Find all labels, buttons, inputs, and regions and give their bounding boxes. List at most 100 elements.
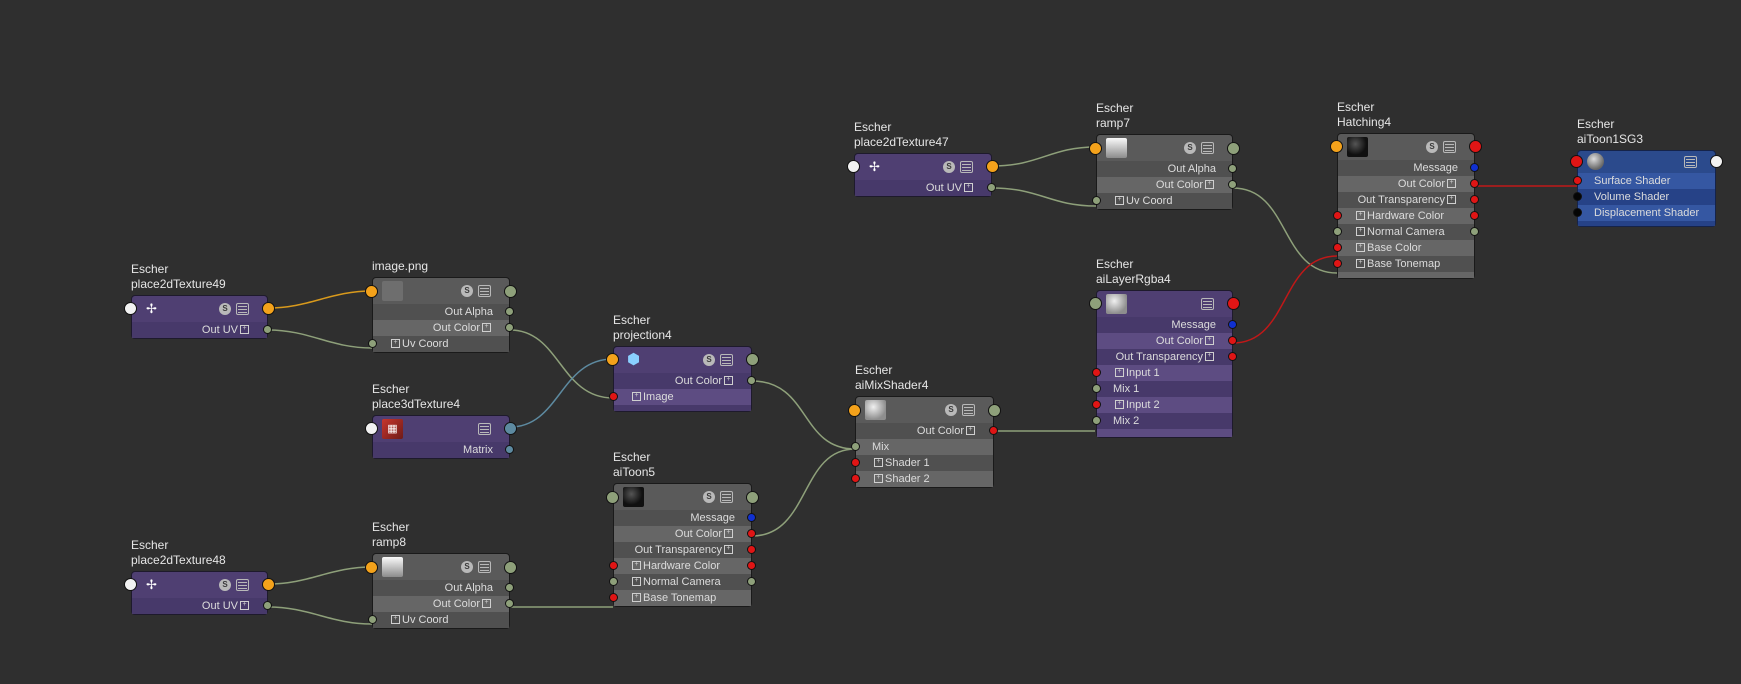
- input-port[interactable]: [365, 561, 378, 574]
- menu-icon[interactable]: [236, 579, 249, 591]
- expand-icon[interactable]: +: [874, 458, 883, 468]
- message-port[interactable]: [1228, 320, 1237, 329]
- input-port[interactable]: [847, 160, 860, 173]
- out-color-port[interactable]: [989, 426, 998, 435]
- wire-p48-outuv-to-ramp8-uvcoord[interactable]: [267, 606, 373, 625]
- shader2-port[interactable]: [851, 474, 860, 483]
- wire-p49-outuv-to-image-uvcoord[interactable]: [267, 329, 373, 349]
- hardware-color-in-port[interactable]: [609, 561, 618, 570]
- expand-icon[interactable]: +: [240, 325, 249, 335]
- out-color-port[interactable]: [1228, 180, 1237, 189]
- menu-icon[interactable]: [1201, 142, 1214, 154]
- expand-icon[interactable]: +: [724, 529, 733, 539]
- menu-icon[interactable]: [1443, 141, 1456, 153]
- out-uv-port[interactable]: [263, 601, 272, 610]
- message-port[interactable]: [1470, 163, 1479, 172]
- menu-icon[interactable]: [1201, 298, 1214, 310]
- out-alpha-port[interactable]: [505, 307, 514, 316]
- input-port[interactable]: [124, 578, 137, 591]
- expand-icon[interactable]: +: [964, 183, 973, 193]
- shading-toggle-icon[interactable]: S: [943, 161, 955, 173]
- output-port[interactable]: [504, 561, 517, 574]
- out-color-port[interactable]: [505, 599, 514, 608]
- out-alpha-port[interactable]: [1228, 164, 1237, 173]
- wire-p3d-matrix-to-proj[interactable]: [509, 358, 614, 428]
- expand-icon[interactable]: +: [482, 323, 491, 333]
- input-port[interactable]: [124, 302, 137, 315]
- input-port[interactable]: [1570, 155, 1583, 168]
- expand-icon[interactable]: +: [1447, 195, 1456, 205]
- expand-icon[interactable]: +: [391, 339, 400, 349]
- wire-layer-outcolor-to-hatch-basecolor[interactable]: [1232, 255, 1338, 344]
- message-port[interactable]: [747, 513, 756, 522]
- shading-toggle-icon[interactable]: S: [703, 491, 715, 503]
- output-port[interactable]: [988, 404, 1001, 417]
- shading-toggle-icon[interactable]: S: [461, 561, 473, 573]
- wire-toon5-outcolor-to-mix[interactable]: [751, 448, 856, 537]
- shading-toggle-icon[interactable]: S: [703, 354, 715, 366]
- out-transparency-port[interactable]: [1470, 195, 1479, 204]
- menu-icon[interactable]: [236, 303, 249, 315]
- expand-icon[interactable]: +: [632, 593, 641, 603]
- displacement-shader-port[interactable]: [1573, 208, 1582, 217]
- shading-toggle-icon[interactable]: S: [1426, 141, 1438, 153]
- menu-icon[interactable]: [962, 404, 975, 416]
- normal-camera-in-port[interactable]: [609, 577, 618, 586]
- base-tonemap-port[interactable]: [609, 593, 618, 602]
- wire-ramp7-outcolor-to-hatch[interactable]: [1232, 187, 1338, 274]
- expand-icon[interactable]: +: [1356, 211, 1365, 221]
- expand-icon[interactable]: +: [1115, 368, 1124, 378]
- expand-icon[interactable]: +: [632, 392, 641, 402]
- output-port[interactable]: [504, 422, 517, 435]
- expand-icon[interactable]: +: [240, 601, 249, 611]
- shader1-port[interactable]: [851, 458, 860, 467]
- volume-shader-port[interactable]: [1573, 192, 1582, 201]
- wire-p47-uv-to-ramp7[interactable]: [991, 146, 1097, 167]
- input2-port[interactable]: [1092, 400, 1101, 409]
- menu-icon[interactable]: [1684, 156, 1697, 168]
- expand-icon[interactable]: +: [724, 376, 733, 386]
- expand-icon[interactable]: +: [966, 426, 975, 436]
- expand-icon[interactable]: +: [1115, 196, 1124, 206]
- mix1-port[interactable]: [1092, 384, 1101, 393]
- expand-icon[interactable]: +: [632, 561, 641, 571]
- input-port[interactable]: [365, 285, 378, 298]
- output-port[interactable]: [262, 302, 275, 315]
- output-port[interactable]: [746, 353, 759, 366]
- input-port[interactable]: [1089, 297, 1102, 310]
- out-color-port[interactable]: [1228, 336, 1237, 345]
- wire-p47-outuv-to-ramp7-uvcoord[interactable]: [991, 187, 1097, 207]
- uv-coord-port[interactable]: [368, 339, 377, 348]
- uv-coord-port[interactable]: [1092, 196, 1101, 205]
- menu-icon[interactable]: [720, 354, 733, 366]
- out-uv-port[interactable]: [263, 325, 272, 334]
- input-port[interactable]: [606, 353, 619, 366]
- menu-icon[interactable]: [960, 161, 973, 173]
- input-port[interactable]: [848, 404, 861, 417]
- expand-icon[interactable]: +: [1205, 352, 1214, 362]
- out-alpha-port[interactable]: [505, 583, 514, 592]
- shading-toggle-icon[interactable]: S: [1184, 142, 1196, 154]
- surface-shader-port[interactable]: [1573, 176, 1582, 185]
- out-color-port[interactable]: [747, 376, 756, 385]
- wire-proj-outcolor-to-mix[interactable]: [751, 380, 856, 450]
- shading-toggle-icon[interactable]: S: [945, 404, 957, 416]
- wire-p49-uv-to-image[interactable]: [267, 290, 373, 309]
- input-port[interactable]: [606, 491, 619, 504]
- shading-toggle-icon[interactable]: S: [219, 303, 231, 315]
- expand-icon[interactable]: +: [1447, 179, 1456, 189]
- expand-icon[interactable]: +: [1115, 400, 1124, 410]
- out-color-port[interactable]: [1470, 179, 1479, 188]
- expand-icon[interactable]: +: [1205, 336, 1214, 346]
- hardware-color-out-port[interactable]: [1470, 211, 1479, 220]
